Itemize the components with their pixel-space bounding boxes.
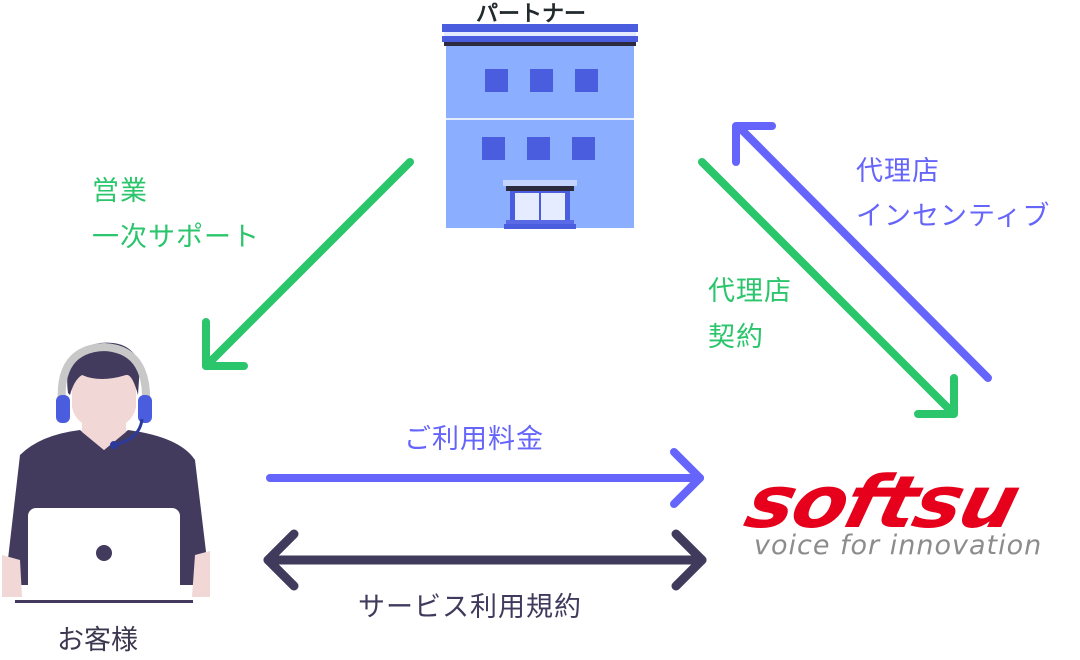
arrow-company-to-partner [732, 122, 992, 382]
arrow-fee [266, 448, 704, 508]
arrow-partner-to-company [698, 158, 958, 418]
arrow-service-terms [263, 529, 707, 591]
company-tagline: voice for innovation [754, 530, 1043, 561]
label-service-terms: サービス利用規約 [358, 592, 582, 623]
label-agency-incentive-1: 代理店 [856, 156, 940, 187]
label-first-support: 一次サポート [92, 222, 260, 253]
label-agency-incentive-2: インセンティブ [856, 201, 1051, 232]
building-icon [442, 24, 638, 229]
label-agency-contract-1: 代理店 [708, 276, 792, 307]
label-sales: 営業 [92, 176, 148, 207]
customer-label: お客様 [57, 625, 138, 656]
customer-person-icon [2, 342, 210, 603]
partner-label: パートナー [476, 2, 587, 27]
arrow-partner-to-customer [202, 158, 414, 370]
label-usage-fee: ご利用料金 [404, 424, 544, 455]
label-agency-contract-2: 契約 [708, 322, 764, 353]
